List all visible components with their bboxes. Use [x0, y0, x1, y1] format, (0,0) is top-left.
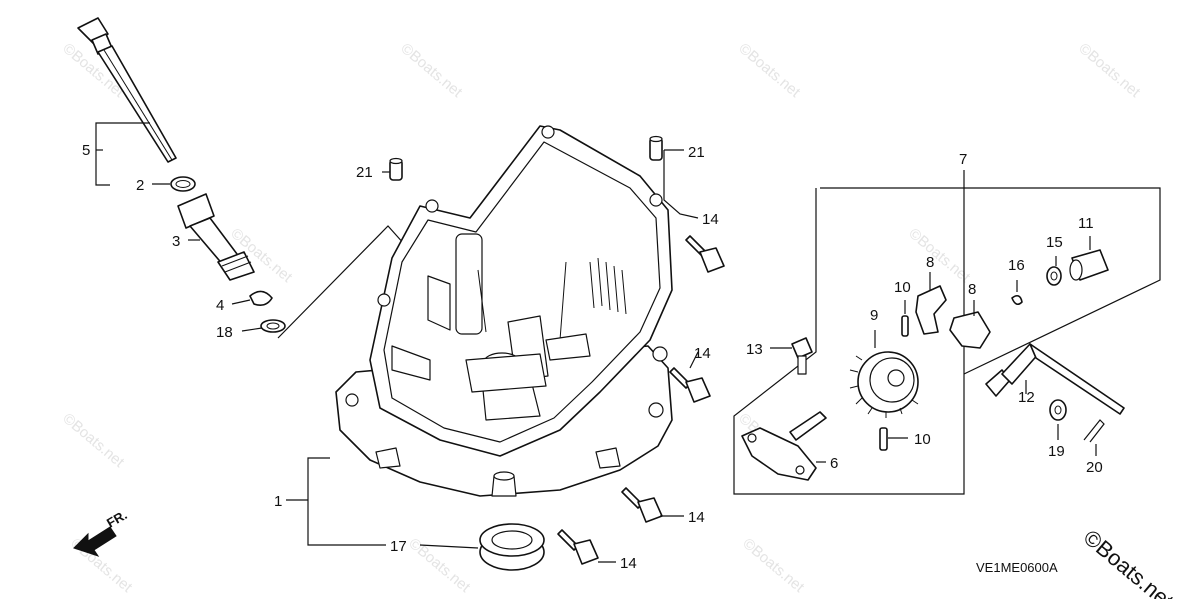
callout-1: 1: [274, 493, 282, 510]
pin-part: [879, 427, 888, 451]
watermark: ©Boats.net: [405, 535, 474, 596]
callout-6: 6: [830, 455, 838, 472]
callout-3: 3: [172, 233, 180, 250]
callout-labels: 5 2 3 4 18 21 21 14 14 14 14 1 17 7 11 1…: [82, 142, 1103, 572]
callout-15: 15: [1046, 234, 1063, 251]
watermark: ©Boats.net: [735, 40, 804, 101]
o-ring-part: [170, 176, 196, 192]
callout-13: 13: [746, 341, 763, 358]
callout-2: 2: [136, 177, 144, 194]
dowel-pin-part: [389, 135, 663, 181]
callout-14: 14: [702, 211, 719, 228]
flange-bolt-part: [557, 235, 725, 565]
watermark: ©Boats.net: [739, 535, 808, 596]
callout-5: 5: [82, 142, 90, 159]
callout-8: 8: [968, 281, 976, 298]
governor-arm-part: [985, 343, 1125, 415]
callout-18: 18: [216, 324, 233, 341]
front-label: FR.: [104, 507, 130, 530]
watermark: ©Boats.net: [1075, 40, 1144, 101]
clip-part: [1011, 294, 1023, 306]
cotter-pin-part: [1083, 419, 1105, 443]
pin-part: [901, 315, 909, 337]
clip-part: [249, 290, 273, 306]
callout-14: 14: [620, 555, 637, 572]
callout-12: 12: [1018, 389, 1035, 406]
callout-20: 20: [1086, 459, 1103, 476]
callout-10: 10: [914, 431, 931, 448]
governor-gear-part: [849, 330, 919, 418]
callout-8: 8: [926, 254, 934, 271]
bolt-part: [791, 337, 813, 359]
callout-14: 14: [688, 509, 705, 526]
oil-pan-part: [335, 125, 673, 497]
washer-part: [1049, 399, 1067, 421]
filler-tube-part: [177, 193, 255, 281]
callout-19: 19: [1048, 443, 1065, 460]
watermark: ©Boats.net: [59, 410, 128, 471]
governor-weight-part: [915, 272, 991, 349]
watermark: ©Boats.net: [397, 40, 466, 101]
corner-watermark: ©Boats.net: [1079, 525, 1179, 599]
callout-7: 7: [959, 151, 967, 168]
callout-21: 21: [688, 144, 705, 161]
callout-9: 9: [870, 307, 878, 324]
callout-16: 16: [1008, 257, 1025, 274]
callout-11: 11: [1078, 215, 1094, 232]
diagram-code: VE1ME0600A: [976, 560, 1058, 575]
callout-10: 10: [894, 279, 911, 296]
front-direction-marker: FR.: [73, 507, 130, 557]
callout-21: 21: [356, 164, 373, 181]
washer-part: [260, 319, 286, 333]
dipstick-part: [77, 17, 177, 163]
governor-plate-part: [741, 411, 827, 481]
callout-17: 17: [390, 538, 407, 555]
washer-part: [1046, 266, 1062, 286]
oil-seal-part: [479, 523, 545, 571]
callout-4: 4: [216, 297, 224, 314]
callout-14: 14: [694, 345, 711, 362]
